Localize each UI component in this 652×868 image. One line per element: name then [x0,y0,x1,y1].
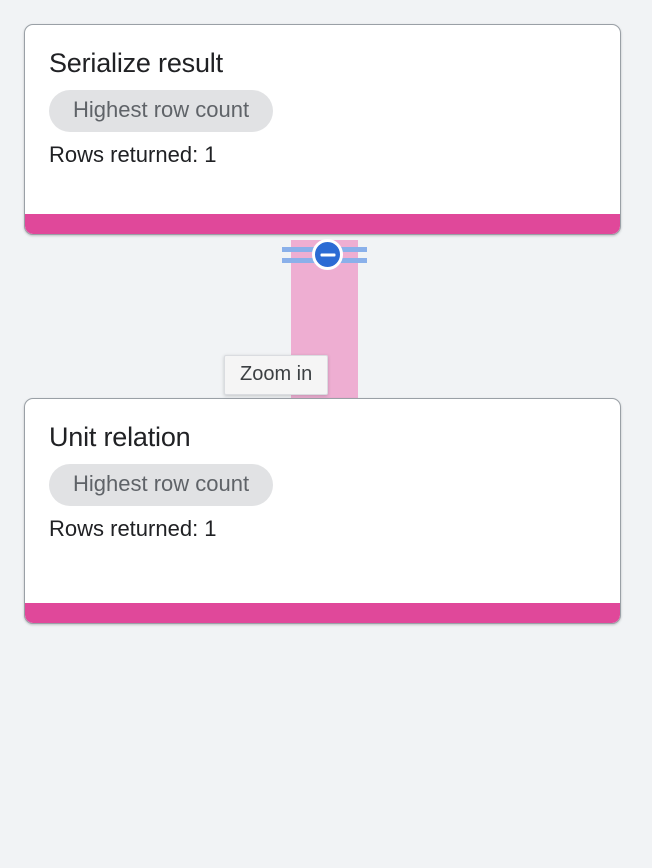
node-chip-highest-row-count: Highest row count [49,90,274,132]
node-rows-returned: Rows returned: 1 [49,142,217,167]
tooltip-zoom-in: Zoom in [224,355,329,395]
minus-glyph [320,253,335,256]
node-accent-bar [25,214,620,234]
edge-rail-right-bottom [331,258,367,263]
node-accent-bar [25,603,620,623]
edge-rail-left-bottom [282,258,318,263]
node-body: Unit relation Highest row count Rows ret… [25,399,620,542]
node-serialize-result[interactable]: Serialize result Highest row count Rows … [24,24,621,235]
edge-zoom-control[interactable] [282,239,367,271]
node-body: Serialize result Highest row count Rows … [25,25,620,168]
node-chip-highest-row-count: Highest row count [49,464,274,506]
node-title: Serialize result [49,48,223,78]
minus-circle-icon[interactable] [312,239,343,270]
node-rows-returned: Rows returned: 1 [49,516,217,541]
node-title: Unit relation [49,422,191,452]
edge-rail-left-top [282,247,318,252]
edge-rail-right-top [331,247,367,252]
node-unit-relation[interactable]: Unit relation Highest row count Rows ret… [24,398,621,624]
